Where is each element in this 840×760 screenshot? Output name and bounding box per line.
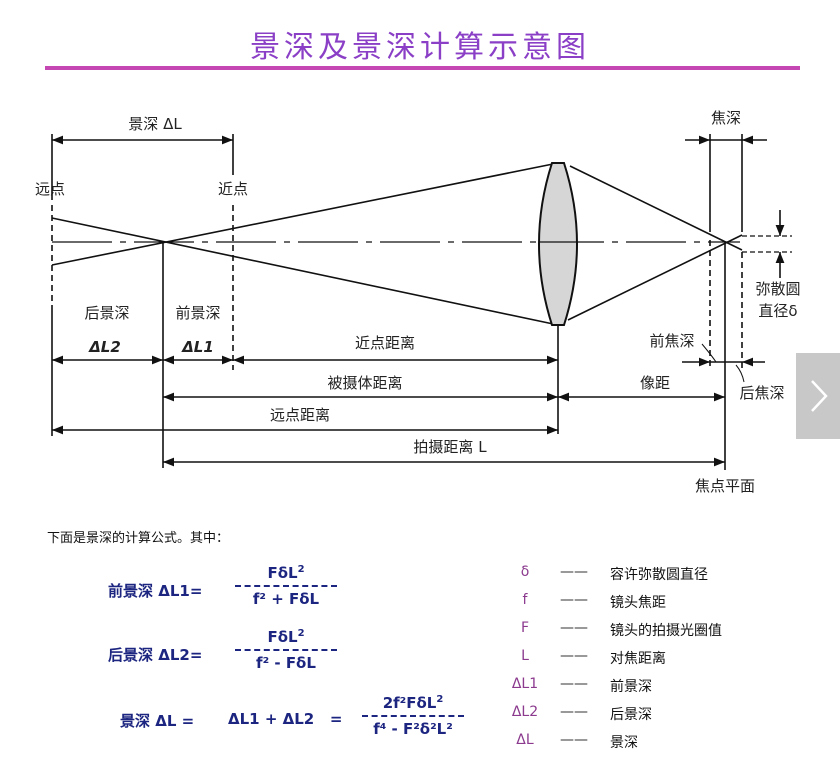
label-delta-l1: ΔL1 (181, 338, 214, 356)
formula-dof-sum: ΔL1 + ΔL2 = (228, 710, 343, 728)
formula-rear-dof-label: 后景深 ΔL2= (108, 646, 203, 664)
label-shooting-distance: 拍摄距离 L (413, 438, 487, 456)
label-focal-plane: 焦点平面 (695, 477, 755, 495)
formula-numerator: FδL (267, 564, 298, 582)
legend-dash: —— (560, 592, 588, 608)
title-divider (45, 66, 800, 70)
label-near-point-distance: 近点距离 (355, 334, 415, 352)
label-far-point-distance: 远点距离 (270, 406, 330, 424)
lens (538, 162, 578, 326)
legend-description: 对焦距离 (610, 651, 666, 667)
label-depth-of-focus: 焦深 (711, 109, 741, 127)
formula-numerator: 2f²FδL (382, 694, 437, 712)
label-near-point: 近点 (218, 180, 248, 198)
page-title: 景深及景深计算示意图 (250, 30, 590, 65)
next-button[interactable] (796, 353, 840, 439)
label-coc-line1: 弥散圆 (755, 280, 800, 298)
legend-symbol: L (521, 648, 529, 664)
legend-dash: —— (560, 620, 588, 636)
formula-front-dof-label: 前景深 ΔL1= (108, 582, 203, 600)
label-delta-l2: ΔL2 (88, 338, 121, 356)
intro-text: 下面是景深的计算公式。其中： (47, 531, 230, 546)
formula-front-dof-fraction: FδL2 f² + FδL (235, 564, 337, 608)
legend-dash: —— (560, 676, 588, 692)
legend-dash: —— (560, 564, 588, 580)
label-image-distance: 像距 (640, 374, 670, 392)
formula-denominator: f² + FδL (252, 590, 320, 608)
label-front-dof: 前景深 (175, 304, 220, 322)
legend-description: 镜头焦距 (610, 595, 666, 611)
label-rear-focus-depth: 后焦深 (739, 384, 784, 402)
dof-diagram: 景深 ΔL 远点 近点 后景深 前景深 ΔL2 ΔL1 近点距离 被摄体距离 远… (35, 109, 801, 495)
formula-denominator: f⁴ - F²δ²L² (373, 720, 453, 738)
legend-dash: —— (560, 704, 588, 720)
legend-symbol: δ (520, 564, 530, 580)
label-rear-dof: 后景深 (84, 304, 129, 322)
legend-description: 前景深 (610, 679, 652, 695)
legend-dash: —— (560, 648, 588, 664)
legend-dash: —— (560, 732, 588, 748)
formula-numerator: FδL (267, 628, 298, 646)
legend-symbol: F (520, 620, 530, 636)
label-coc-line2: 直径δ (758, 302, 797, 320)
legend-symbol: ΔL (516, 732, 534, 748)
formula-denominator: f² - FδL (256, 654, 316, 672)
legend-description: 后景深 (610, 707, 652, 723)
formula-dof-fraction: 2f²FδL2 f⁴ - F²δ²L² (362, 694, 464, 738)
label-depth-of-field: 景深 ΔL (128, 115, 182, 133)
legend-description: 景深 (610, 735, 638, 751)
legend-symbol: ΔL1 (511, 676, 539, 692)
chevron-right-icon (811, 380, 828, 412)
legend-symbol: f (522, 592, 528, 608)
legend-description: 镜头的拍摄光圈值 (610, 623, 722, 639)
legend-symbol: ΔL2 (511, 704, 539, 720)
label-far-point: 远点 (35, 180, 65, 198)
label-front-focus-depth: 前焦深 (649, 332, 694, 350)
formula-dof-label: 景深 ΔL = (120, 712, 195, 730)
legend-description: 容许弥散圆直径 (610, 567, 708, 583)
formula-rear-dof-fraction: FδL2 f² - FδL (235, 628, 337, 672)
label-subject-distance: 被摄体距离 (327, 374, 402, 392)
